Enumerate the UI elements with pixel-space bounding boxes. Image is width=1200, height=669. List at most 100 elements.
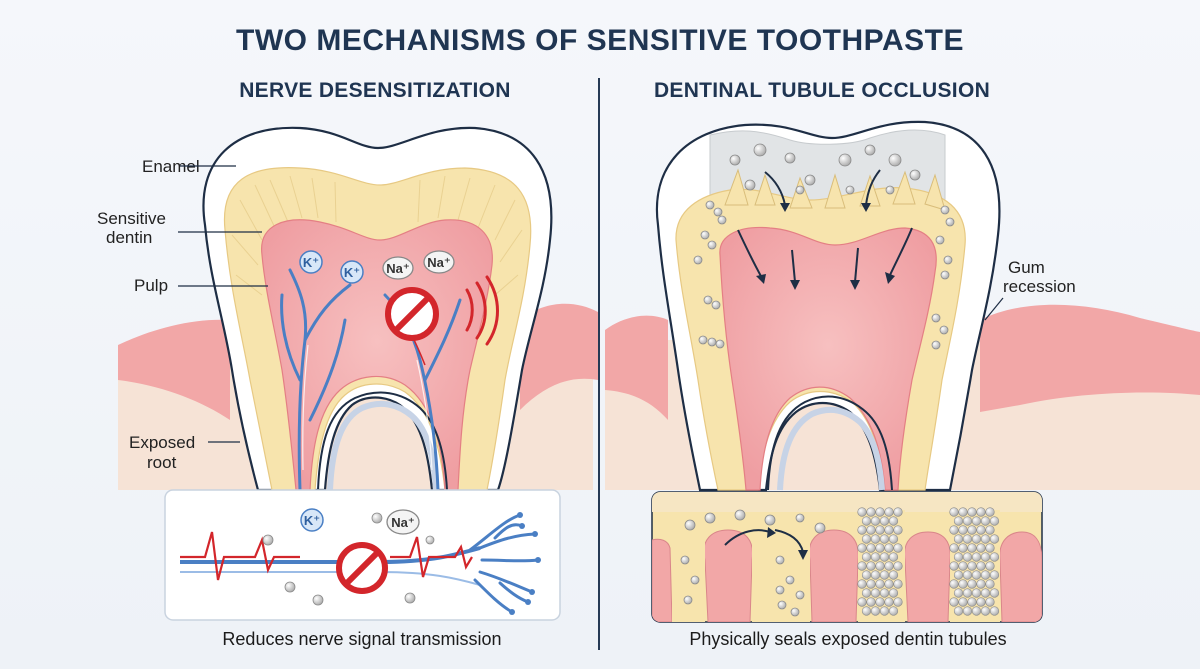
ion-na-1: Na⁺: [382, 256, 414, 280]
right-panel: DENTINAL TUBULE OCCLUSION: [605, 79, 1200, 649]
packed-particle: [857, 507, 867, 517]
packed-particle: [971, 570, 982, 580]
nerve-highlight: [302, 344, 433, 471]
packed-particle: [953, 552, 964, 562]
root-arch: [317, 391, 448, 491]
packed-particle: [980, 606, 991, 616]
packed-particle: [989, 588, 1000, 598]
packed-particle: [861, 588, 872, 598]
packed-particle: [870, 552, 881, 562]
packed-particle: [857, 561, 867, 571]
gum-right-outer: [605, 315, 668, 420]
block-symbol: [385, 287, 439, 341]
packed-particle: [949, 525, 959, 535]
svg-text:Na⁺: Na⁺: [386, 261, 409, 276]
packed-particle: [861, 516, 872, 526]
packed-particle: [875, 597, 885, 607]
inset-ion-na: Na⁺: [391, 515, 414, 530]
packed-particle: [962, 516, 973, 526]
packed-particle: [980, 588, 991, 598]
packed-particle: [875, 525, 885, 535]
packed-particle: [976, 543, 986, 553]
packed-particle: [879, 534, 890, 544]
tubule-inset: [651, 491, 1043, 623]
packed-particle: [875, 579, 885, 589]
svg-text:Na⁺: Na⁺: [427, 255, 450, 270]
packed-particle: [893, 507, 903, 517]
packed-particle: [949, 561, 959, 571]
left-panel: NERVE DESENSITIZATION: [97, 79, 598, 649]
label-root-1: Exposed: [129, 433, 195, 452]
packed-particle: [857, 543, 867, 553]
tooth-pulp: [261, 219, 493, 491]
packed-particle: [879, 606, 890, 616]
packed-particle: [893, 561, 903, 571]
packed-particle: [985, 579, 995, 589]
inset-ion-k: K⁺: [304, 513, 320, 528]
packed-particle: [857, 525, 867, 535]
packed-particle: [958, 525, 968, 535]
packed-particle: [888, 516, 899, 526]
packed-particle: [884, 525, 894, 535]
arrow-heads: [756, 203, 895, 290]
packed-particle: [967, 561, 977, 571]
packed-particle: [866, 507, 876, 517]
page-title: TWO MECHANISMS OF SENSITIVE TOOTHPASTE: [236, 24, 964, 57]
packed-particle: [879, 570, 890, 580]
label-dentin-1: Sensitive: [97, 209, 166, 228]
gum-left-outer: [118, 319, 230, 420]
packed-particle: [953, 588, 964, 598]
packed-particle: [949, 507, 959, 517]
packed-particle: [962, 534, 973, 544]
packed-particle: [866, 579, 876, 589]
packed-particle: [866, 597, 876, 607]
nerve-inset: K⁺ Na⁺: [164, 489, 561, 621]
packed-particle: [958, 579, 968, 589]
packed-particle: [861, 570, 872, 580]
occlusion-arrows: [737, 169, 913, 283]
right-heading: DENTINAL TUBULE OCCLUSION: [654, 79, 990, 102]
packed-particle: [971, 588, 982, 598]
packed-particle: [888, 588, 899, 598]
packed-particle: [949, 597, 959, 607]
packed-particle: [870, 570, 881, 580]
packed-particle: [953, 606, 964, 616]
packed-particle: [976, 561, 986, 571]
packed-particle: [949, 579, 959, 589]
packed-particle: [888, 552, 899, 562]
ion-k-2: K⁺: [340, 260, 364, 284]
packed-particle: [861, 606, 872, 616]
packed-particle: [884, 597, 894, 607]
packed-particle: [893, 525, 903, 535]
packed-particle: [985, 561, 995, 571]
packed-particle: [884, 579, 894, 589]
packed-particle: [976, 579, 986, 589]
occluding-particles: [693, 143, 955, 350]
packed-particle: [884, 507, 894, 517]
pain-signal-waves: [465, 275, 499, 346]
packed-particle: [985, 597, 995, 607]
packed-particle: [879, 516, 890, 526]
packed-particle: [884, 543, 894, 553]
ion-k-1: K⁺: [299, 250, 323, 274]
packed-particle: [870, 606, 881, 616]
packed-particle: [949, 543, 959, 553]
packed-particle: [985, 543, 995, 553]
packed-particle: [989, 534, 1000, 544]
packed-particle: [976, 507, 986, 517]
packed-particle: [971, 606, 982, 616]
label-root-2: root: [147, 453, 177, 472]
left-caption: Reduces nerve signal transmission: [222, 629, 501, 649]
packed-particle: [958, 597, 968, 607]
packed-particle: [861, 534, 872, 544]
left-heading: NERVE DESENSITIZATION: [239, 79, 511, 102]
packed-particle: [967, 507, 977, 517]
packed-particle: [962, 606, 973, 616]
root-arch-right: [767, 395, 893, 491]
packed-particle: [870, 588, 881, 598]
label-gum-2: recession: [1003, 277, 1076, 296]
packed-particle: [967, 525, 977, 535]
packed-particle: [893, 597, 903, 607]
packed-particle: [985, 507, 995, 517]
